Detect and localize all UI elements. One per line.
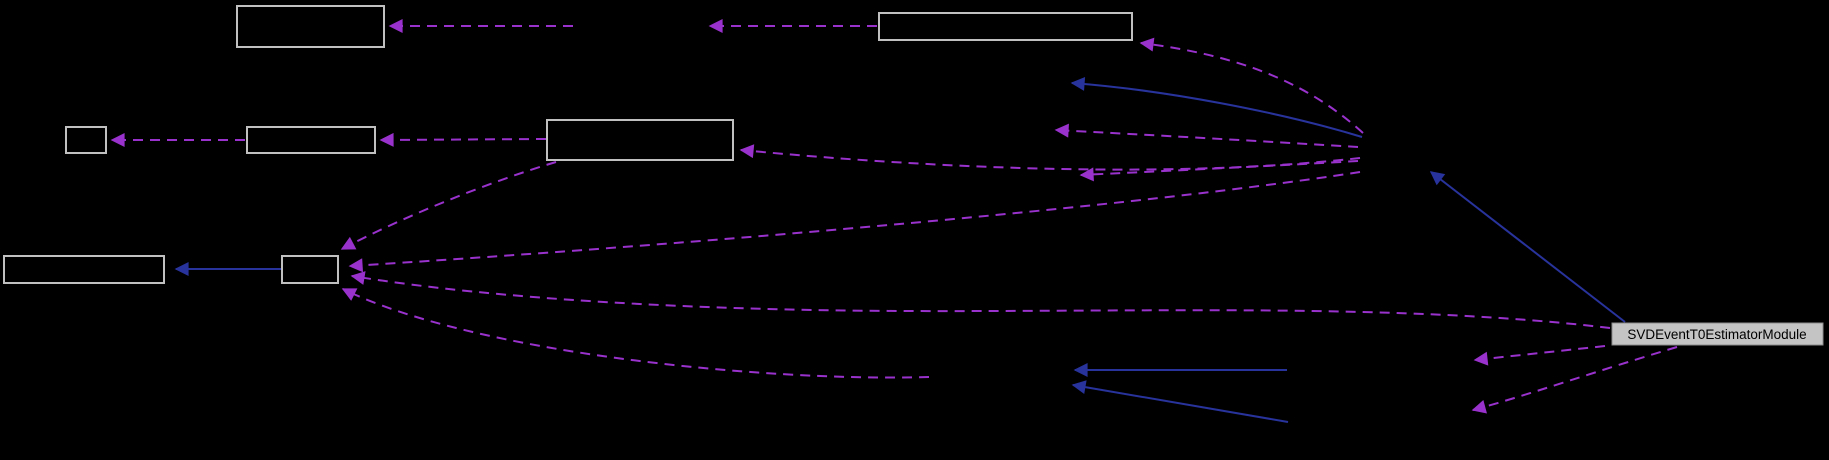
inheritance-edge [1429,171,1626,323]
inheritance-edge [1071,380,1289,423]
highlighted-node-label: SVDEventT0EstimatorModule [1627,327,1806,342]
highlighted-node-box[interactable] [1611,322,1824,346]
inheritance-edge [1070,76,1363,138]
class-node[interactable] [546,119,734,161]
usage-edge [341,288,930,379]
class-node[interactable] [65,126,107,154]
class-node[interactable] [281,255,339,284]
usage-edge [1473,345,1606,366]
usage-edge [348,171,1361,273]
usage-edges [110,19,1678,414]
inheritance-edges [174,76,1626,423]
usage-edge [1471,346,1678,414]
highlighted-class-node[interactable]: SVDEventT0EstimatorModule [1611,322,1824,346]
class-node[interactable] [3,255,165,284]
usage-edge [739,144,1361,171]
usage-edge [1139,37,1364,134]
class-node[interactable] [246,126,376,154]
usage-edge [340,161,557,250]
usage-edge [350,271,1611,329]
usage-edge [379,132,547,147]
class-node[interactable] [236,5,385,48]
usage-edge [1054,123,1359,148]
class-nodes [3,5,1133,284]
usage-edge [1079,160,1359,182]
class-node[interactable] [878,12,1133,41]
